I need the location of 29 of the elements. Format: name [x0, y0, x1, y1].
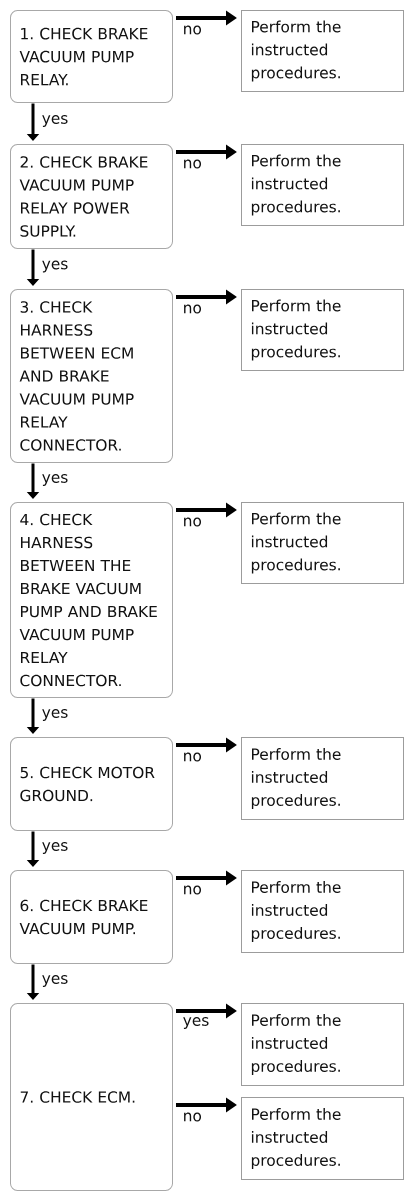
- procedure-box: Perform the instructed procedures.: [241, 502, 404, 584]
- step-box: 7. CHECK ECM.: [10, 1003, 173, 1191]
- edge-label: no: [182, 304, 203, 314]
- procedure-box: Perform the instructed procedures.: [241, 737, 404, 820]
- procedure-box: Perform the instructed procedures.: [241, 289, 404, 371]
- procedure-box: Perform the instructed procedures.: [241, 144, 404, 226]
- edge-label: yes: [41, 260, 69, 273]
- procedure-box: Perform the instructed procedures.: [241, 1003, 404, 1086]
- step-box: 3. CHECK HARNESS BETWEEN ECM AND BRAKE VACUUM PUMP RELAY CONNECTOR.: [10, 289, 173, 463]
- edge-label: yes: [182, 1016, 210, 1030]
- step-box: 6. CHECK BRAKE VACUUM PUMP.: [10, 870, 173, 964]
- edge-label: no: [182, 25, 203, 35]
- edge-label: no: [182, 1112, 203, 1122]
- procedure-box: Perform the instructed procedures.: [241, 10, 404, 92]
- step-box: 2. CHECK BRAKE VACUUM PUMP RELAY POWER SUPPLY.: [10, 144, 173, 249]
- edge-label: no: [182, 517, 203, 527]
- edge-label: yes: [41, 974, 69, 988]
- procedure-box: Perform the instructed procedures.: [241, 1097, 404, 1180]
- edge-label: no: [182, 885, 203, 895]
- step-box: 4. CHECK HARNESS BETWEEN THE BRAKE VACUUM PUMP AND BRAKE VACUUM PUMP RELAY CONNECTOR.: [10, 502, 173, 698]
- edge-label: yes: [41, 114, 69, 128]
- edge-label: yes: [41, 841, 69, 855]
- step-box: 1. CHECK BRAKE VACUUM PUMP RELAY.: [10, 10, 173, 103]
- edge-label: yes: [41, 708, 69, 722]
- edge-label: no: [182, 752, 203, 762]
- procedure-box: Perform the instructed procedures.: [241, 870, 404, 953]
- edge-label: yes: [41, 473, 69, 487]
- edge-label: no: [182, 159, 203, 169]
- step-box: 5. CHECK MOTOR GROUND.: [10, 737, 173, 831]
